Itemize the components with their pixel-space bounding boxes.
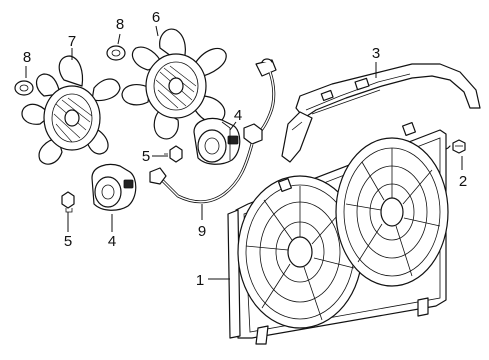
fan-motor-right [193, 117, 241, 165]
leader-lines [25, 25, 463, 280]
callout-3: 3 [372, 45, 380, 62]
fan-blade-right [121, 28, 227, 140]
motor-bolt-right [164, 145, 183, 163]
callout-2: 2 [459, 173, 467, 190]
callout-8-left: 8 [23, 49, 31, 66]
callout-1: 1 [196, 272, 204, 289]
callout-7: 7 [68, 33, 76, 50]
callout-9: 9 [198, 223, 206, 240]
radiator-fan-shroud [227, 121, 449, 345]
fan-blade-left [21, 55, 121, 165]
callout-4-left: 4 [108, 233, 116, 250]
fan-motor-left [91, 163, 137, 211]
retainer-nut-left [14, 80, 34, 96]
motor-bolt-left [61, 191, 75, 213]
callout-5-right: 5 [142, 148, 150, 165]
upper-air-baffle [281, 63, 481, 163]
callout-8-right: 8 [116, 16, 124, 33]
shroud-bolt [445, 139, 466, 154]
wiring-harness [149, 58, 277, 204]
callout-4-right: 4 [234, 107, 242, 124]
callout-5-left: 5 [64, 233, 72, 250]
callout-6: 6 [152, 9, 160, 26]
retainer-nut-right [106, 45, 126, 61]
